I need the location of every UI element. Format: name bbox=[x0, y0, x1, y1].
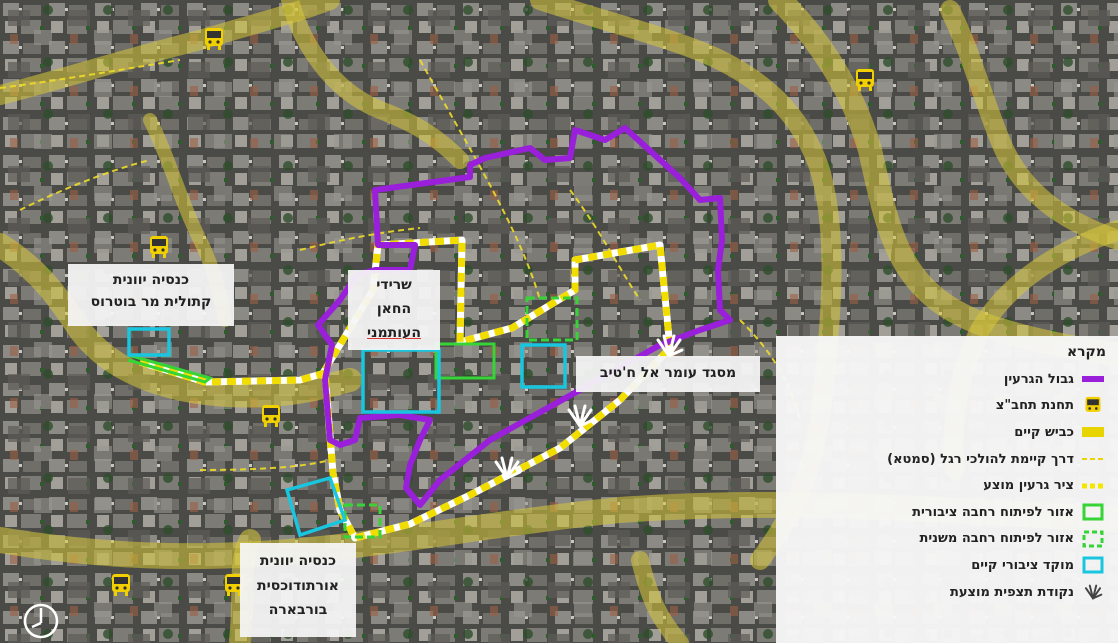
label-omar-mosque: מסגד עומר אל ח'טיב bbox=[576, 356, 760, 392]
legend-label: כביש קיים bbox=[1014, 424, 1074, 440]
label-greek-catholic-church: כנסיה יוונית קתולית מר בוטרוס bbox=[68, 264, 234, 326]
legend-label: דרך קיימת להולכי רגל (סמטא) bbox=[887, 451, 1074, 467]
legend-label: ציר גרעין מוצע bbox=[983, 478, 1074, 494]
legend-item-proposed-axis: ציר גרעין מוצע bbox=[786, 472, 1106, 499]
bus-stop-icon[interactable] bbox=[260, 404, 282, 428]
legend-item-existing-road: כביש קיים bbox=[786, 419, 1106, 446]
bus-stop-icon bbox=[1080, 396, 1106, 416]
label-line: כנסיה יוונית bbox=[259, 553, 337, 569]
legend-item-core-boundary: גבול הגרעין bbox=[786, 366, 1106, 393]
legend-item-viewpoint: נקודת תצפית מוצעת bbox=[786, 579, 1106, 606]
label-ottoman-khan: שרידי החאן העותמני bbox=[348, 270, 440, 350]
legend-item-public-focus: מוקד ציבורי קיים bbox=[786, 552, 1106, 579]
legend-label: נקודת תצפית מוצעת bbox=[949, 584, 1074, 600]
label-line: החאן bbox=[376, 300, 412, 317]
label-line: מסגד עומר אל ח'טיב bbox=[599, 365, 737, 381]
label-line: אורתודוכסית bbox=[257, 577, 339, 594]
north-arrow-icon bbox=[23, 603, 59, 639]
public-focus-swatch bbox=[1080, 555, 1106, 575]
legend-label: מוקד ציבורי קיים bbox=[971, 557, 1074, 573]
bus-stop-icon[interactable] bbox=[854, 68, 876, 92]
legend-item-pedestrian-path: דרך קיימת להולכי רגל (סמטא) bbox=[786, 446, 1106, 473]
label-line: כנסיה יוונית bbox=[112, 272, 190, 288]
label-greek-orthodox-church: כנסיה יוונית אורתודוכסית בורבארה bbox=[240, 543, 356, 637]
pedestrian-path-swatch bbox=[1080, 449, 1106, 469]
label-line: העותמני bbox=[367, 324, 421, 341]
legend-label: תחנת תחב"צ bbox=[995, 398, 1074, 414]
bus-stop-icon[interactable] bbox=[110, 573, 132, 597]
legend-label: אזור לפיתוח רחבה ציבורית bbox=[912, 504, 1074, 520]
legend-title: מקרא bbox=[1066, 344, 1106, 360]
legend: מקרא גבול הגרעין תחנת תחב"צ כביש קיים דר… bbox=[776, 336, 1118, 643]
viewpoint-icon[interactable] bbox=[565, 402, 595, 430]
legend-item-public-plaza: אזור לפיתוח רחבה ציבורית bbox=[786, 499, 1106, 526]
legend-item-secondary-plaza: אזור לפיתוח רחבה משנית bbox=[786, 526, 1106, 553]
label-line: שרידי bbox=[376, 277, 412, 293]
secondary-plaza-swatch bbox=[1080, 529, 1106, 549]
proposed-axis-swatch bbox=[1080, 476, 1106, 496]
existing-road-swatch bbox=[1080, 422, 1106, 442]
legend-label: גבול הגרעין bbox=[1003, 371, 1074, 387]
bus-stop-icon[interactable] bbox=[223, 573, 245, 597]
viewpoint-icon bbox=[1080, 582, 1106, 602]
legend-label: אזור לפיתוח רחבה משנית bbox=[919, 531, 1074, 547]
label-line: קתולית מר בוטרוס bbox=[90, 293, 212, 310]
bus-stop-icon[interactable] bbox=[148, 235, 170, 259]
public-plaza-swatch bbox=[1080, 502, 1106, 522]
core-boundary-swatch bbox=[1080, 369, 1106, 389]
viewpoint-icon[interactable] bbox=[492, 454, 522, 482]
bus-stop-icon[interactable] bbox=[203, 27, 225, 51]
label-line: בורבארה bbox=[268, 602, 328, 618]
viewpoint-icon[interactable] bbox=[654, 332, 684, 360]
legend-item-bus-stop: תחנת תחב"צ bbox=[786, 393, 1106, 420]
